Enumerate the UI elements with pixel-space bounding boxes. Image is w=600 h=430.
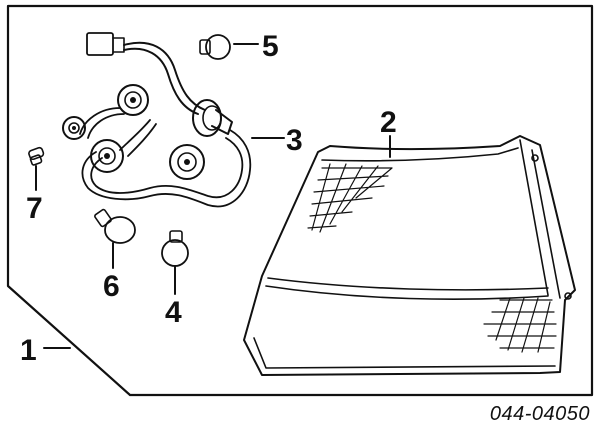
callout-3: 3 bbox=[286, 124, 303, 157]
callout-2: 2 bbox=[380, 106, 397, 139]
bulb-6 bbox=[94, 208, 136, 244]
harness-connector bbox=[86, 32, 114, 56]
callout-1: 1 bbox=[20, 334, 37, 367]
bulb-socket bbox=[169, 144, 205, 180]
callout-5: 5 bbox=[262, 30, 279, 63]
bulb-socket bbox=[62, 116, 86, 140]
bulb-7 bbox=[28, 146, 45, 166]
bulb-5 bbox=[199, 34, 231, 60]
wiring-harness bbox=[62, 32, 252, 208]
bulb-4 bbox=[161, 230, 189, 267]
bulb-socket bbox=[90, 139, 124, 173]
assembly-frame bbox=[6, 4, 594, 397]
harness-grommet bbox=[192, 99, 222, 137]
callout-4: 4 bbox=[165, 296, 182, 329]
callout-7: 7 bbox=[26, 192, 43, 225]
bulb-socket bbox=[117, 84, 149, 116]
diagram-part-number: 044-04050 bbox=[490, 403, 590, 425]
callout-6: 6 bbox=[103, 270, 120, 303]
lamp-housing bbox=[243, 135, 576, 376]
